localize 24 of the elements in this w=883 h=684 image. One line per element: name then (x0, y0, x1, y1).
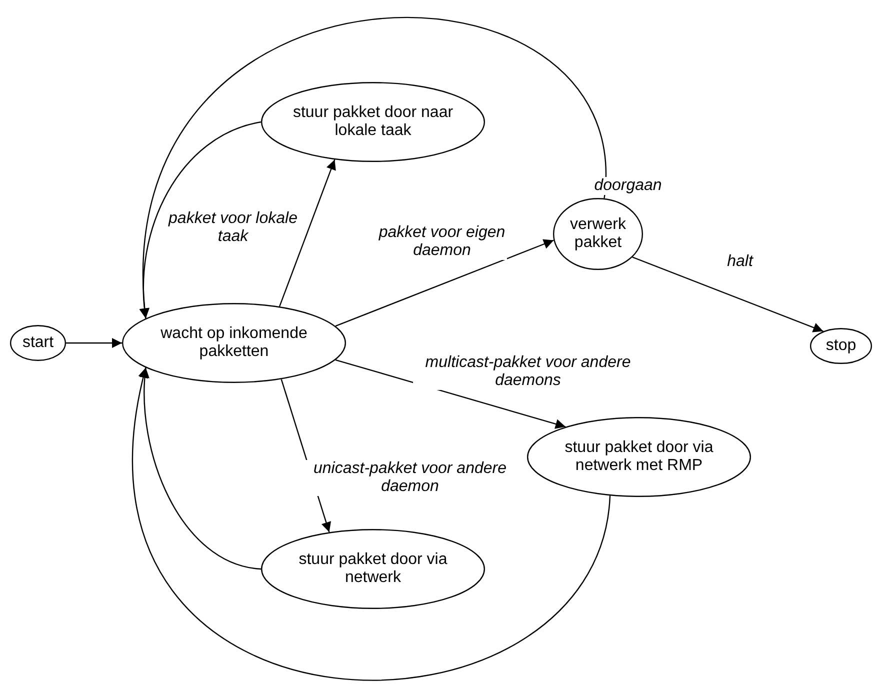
state-label: stuur pakket door via netwerk (298, 551, 448, 587)
arrow (335, 359, 566, 429)
state-ellipse (261, 529, 485, 609)
state-ellipse (810, 328, 872, 364)
state-label: verwerk pakket (568, 216, 627, 252)
arrow (335, 239, 554, 327)
state-label: stuur pakket door via netwerk met RMP (564, 439, 714, 475)
arrow (279, 159, 336, 307)
state-label: stop (826, 337, 856, 355)
state-label: stuur pakket door naar lokale taak (292, 104, 454, 140)
state-ellipse (527, 417, 751, 497)
arrow (140, 121, 262, 318)
arrow (632, 256, 824, 332)
state-ellipse (553, 198, 643, 270)
state-ellipse (261, 82, 485, 162)
arrow (140, 18, 605, 318)
edge-label: pakket voor eigen daemon (377, 224, 507, 260)
arrow (66, 338, 122, 348)
state-ellipse (122, 303, 346, 383)
edge-label: doorgaan (594, 177, 662, 195)
state-label: wacht op inkomende pakketten (160, 325, 308, 361)
arrow (140, 368, 262, 570)
state-label: start (22, 334, 54, 352)
state-ellipse (10, 325, 66, 361)
